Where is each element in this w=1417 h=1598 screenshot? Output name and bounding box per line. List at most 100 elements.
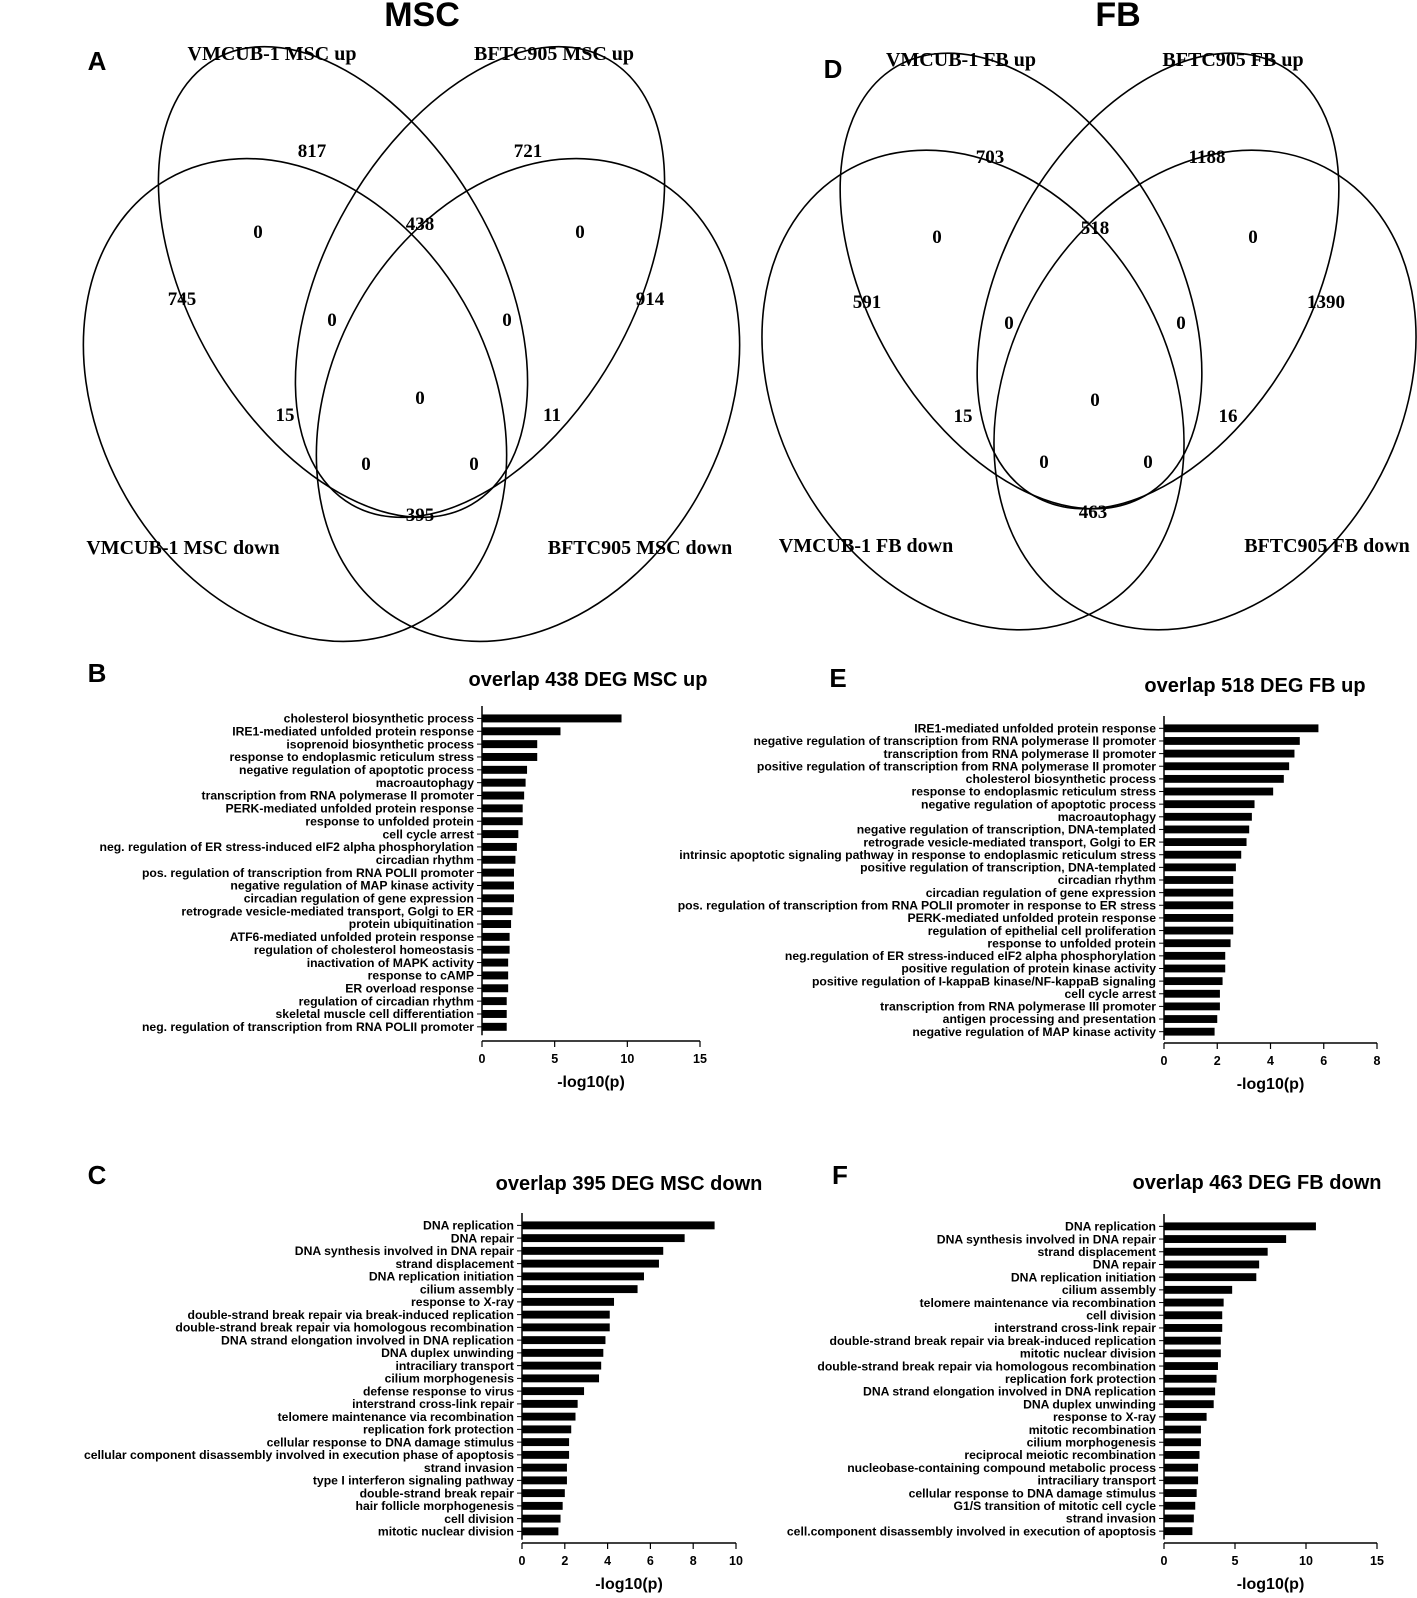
bar — [1164, 1514, 1194, 1523]
bar — [482, 855, 516, 864]
category-label: macroautophagy — [376, 776, 474, 790]
category-label: response to endoplasmic reticulum stress — [911, 785, 1156, 799]
bar — [1164, 724, 1319, 733]
category-label: DNA strand elongation involved in DNA re… — [863, 1385, 1156, 1399]
bar — [1164, 774, 1284, 783]
category-label: intraciliary transport — [395, 1359, 514, 1373]
x-axis-label: -log10(p) — [595, 1576, 663, 1593]
bar — [1164, 1324, 1223, 1332]
chart-title: overlap 463 DEG FB down — [1133, 1172, 1382, 1194]
category-label: neg.regulation of ER stress-induced eIF2… — [785, 949, 1156, 963]
msc-header: MSC — [384, 0, 460, 34]
category-label: strand invasion — [424, 1461, 514, 1475]
category-label: cilium assembly — [1062, 1283, 1156, 1297]
bar — [1164, 914, 1234, 922]
panel-letter: E — [829, 663, 846, 693]
x-tick-label: 10 — [1299, 1554, 1313, 1568]
bar — [1164, 1027, 1215, 1036]
venn-region-count: 591 — [853, 292, 882, 313]
bar — [1164, 1336, 1221, 1345]
bar — [482, 1022, 507, 1031]
venn-region-count: 518 — [1081, 218, 1110, 239]
bar — [1164, 1527, 1193, 1536]
category-label: cilium morphogenesis — [385, 1372, 515, 1386]
venn-set-label: BFTC905 FB up — [1162, 49, 1303, 71]
panel-letter: A — [88, 46, 107, 76]
category-label: double-strand break repair — [360, 1486, 515, 1500]
bar — [522, 1463, 567, 1472]
category-label: defense response to virus — [363, 1384, 514, 1398]
category-label: DNA replication — [1065, 1220, 1156, 1234]
category-label: antigen processing and presentation — [943, 1012, 1156, 1026]
category-label: intrinsic apoptotic signaling pathway in… — [679, 848, 1156, 862]
bar — [1164, 1362, 1218, 1370]
bar — [522, 1387, 585, 1396]
venn-region-count: 0 — [327, 310, 337, 331]
venn-region-count: 1188 — [1189, 147, 1226, 168]
venn-set-ellipse — [761, 149, 1185, 631]
category-label: IRE1-mediated unfolded protein response — [232, 724, 474, 738]
category-label: positive regulation of I-kappaB kinase/N… — [812, 974, 1156, 988]
category-label: cell cycle arrest — [1065, 987, 1156, 1001]
category-label: response to unfolded protein — [305, 814, 474, 828]
bar — [482, 817, 523, 826]
category-label: response to X-ray — [1053, 1410, 1156, 1424]
category-label: replication fork protection — [1005, 1372, 1156, 1386]
category-label: hair follicle morphogenesis — [356, 1499, 515, 1513]
bar — [1164, 749, 1295, 758]
bar — [522, 1361, 602, 1370]
category-label: regulation of cholesterol homeostasis — [254, 943, 474, 957]
bar — [522, 1438, 570, 1447]
category-label: circadian rhythm — [1058, 873, 1156, 887]
bar — [1164, 888, 1234, 897]
x-tick-label: 10 — [620, 1052, 634, 1066]
bar — [482, 881, 514, 890]
bar — [482, 752, 538, 761]
category-label: neg. regulation of ER stress-induced eIF… — [100, 840, 474, 854]
bar — [1164, 1489, 1197, 1497]
venn-region-count: 0 — [1004, 313, 1014, 334]
bar — [522, 1348, 604, 1357]
bar — [482, 714, 622, 723]
x-axis-label: -log10(p) — [557, 1074, 625, 1091]
bar — [1164, 1235, 1287, 1243]
category-label: interstrand cross-link repair — [994, 1321, 1156, 1335]
venn-region-count: 0 — [1039, 452, 1049, 473]
category-label: telomere maintenance via recombination — [278, 1410, 514, 1424]
bar — [482, 984, 509, 993]
bar — [482, 907, 513, 916]
chart-title: overlap 395 DEG MSC down — [496, 1173, 763, 1195]
bar — [1164, 1412, 1207, 1421]
bar — [522, 1476, 567, 1485]
venn-region-count: 1390 — [1307, 292, 1345, 313]
category-label: double-strand break repair via homologou… — [175, 1321, 514, 1335]
venn-set-ellipse — [993, 149, 1417, 631]
bar — [482, 778, 526, 787]
venn-set-ellipse — [157, 45, 529, 519]
category-label: protein ubiquitination — [349, 917, 474, 931]
bar — [482, 894, 514, 903]
category-label: cell.component disassembly involved in e… — [787, 1524, 1156, 1538]
category-label: negative regulation of MAP kinase activi… — [912, 1025, 1156, 1039]
panel-letter: F — [832, 1160, 848, 1190]
category-label: DNA replication initiation — [1011, 1270, 1156, 1284]
bar — [1164, 977, 1223, 986]
category-label: retrograde vesicle-mediated transport, G… — [863, 835, 1156, 849]
bar — [522, 1501, 563, 1510]
x-tick-label: 2 — [1214, 1054, 1221, 1068]
category-label: response to unfolded protein — [987, 936, 1156, 950]
category-label: retrograde vesicle-mediated transport, G… — [181, 904, 474, 918]
venn-region-count: 0 — [361, 454, 371, 475]
category-label: DNA duplex unwinding — [381, 1346, 514, 1360]
bar — [1164, 876, 1234, 884]
category-label: isoprenoid biosynthetic process — [286, 737, 474, 751]
venn-region-count: 11 — [543, 405, 561, 426]
category-label: regulation of circadian rhythm — [299, 994, 475, 1008]
category-label: DNA synthesis involved in DNA repair — [295, 1244, 514, 1258]
bar — [482, 727, 561, 736]
venn-region-count: 0 — [1143, 452, 1153, 473]
venn-region-count: 463 — [1079, 502, 1108, 523]
bar — [522, 1234, 685, 1243]
